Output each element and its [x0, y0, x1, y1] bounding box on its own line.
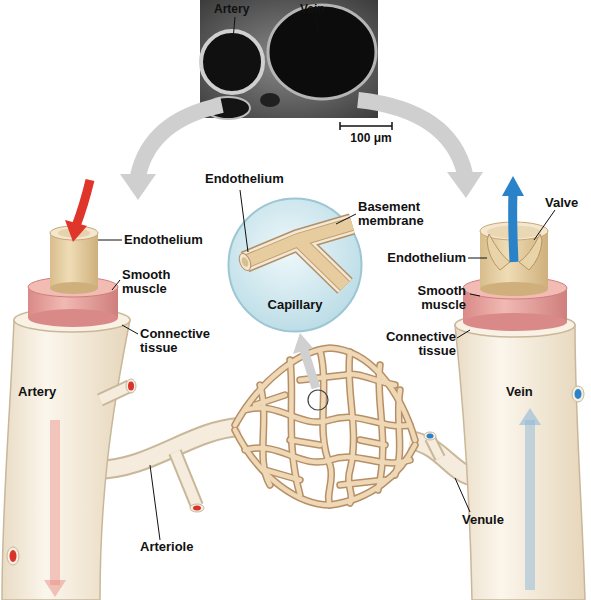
part-label: Connective tissue — [376, 330, 456, 359]
inset-circle: Capillary — [227, 197, 363, 333]
part-label: Valve — [545, 196, 591, 210]
part-label: Endothelium — [205, 172, 305, 186]
inset-title: Capillary — [227, 297, 363, 312]
vessel-name: Venule — [462, 513, 542, 527]
part-label: Endothelium — [124, 233, 224, 247]
circle-outline — [227, 197, 363, 333]
vessel-name: Artery — [18, 385, 88, 399]
micrograph-label: Vein — [300, 3, 350, 16]
part-label: Endothelium — [378, 251, 466, 265]
part-label: Smooth muscle — [396, 284, 466, 313]
scale-label: 100 μm — [336, 132, 406, 145]
part-label: Connective tissue — [140, 327, 226, 356]
part-label: Smooth muscle — [122, 268, 192, 297]
part-label: Basement membrane — [358, 200, 440, 229]
micrograph-label: Artery — [214, 3, 274, 16]
vessel-name: Arteriole — [140, 540, 230, 554]
vessel-name: Vein — [506, 385, 566, 399]
